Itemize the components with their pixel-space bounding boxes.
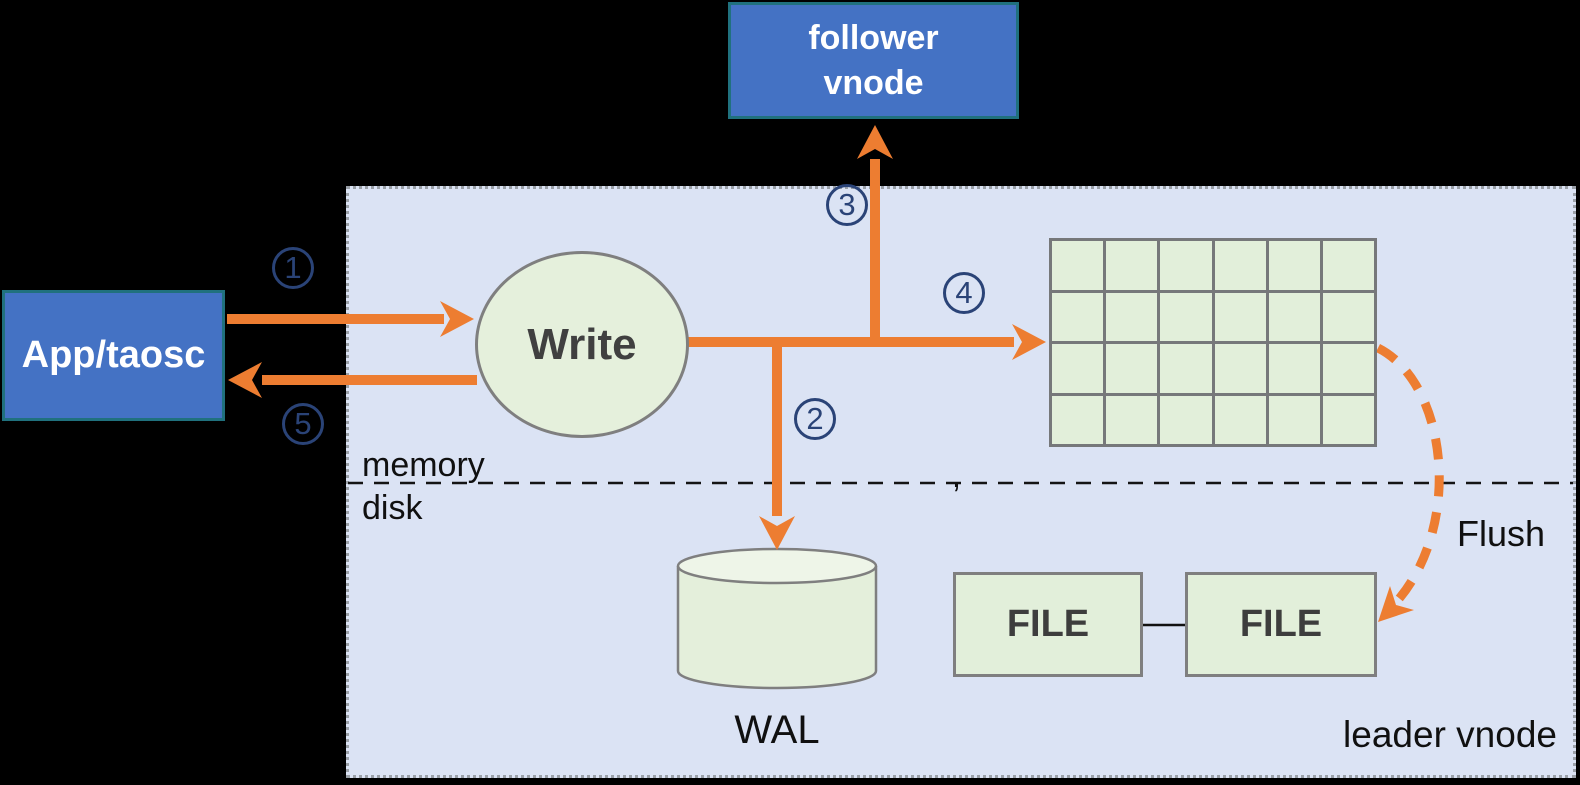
memtable-cell (1214, 292, 1266, 341)
memtable-cell (1106, 241, 1158, 290)
disk-label: disk (362, 489, 423, 527)
memtable-cell (1160, 292, 1212, 341)
memtable-cell (1322, 395, 1374, 444)
memtable-cell (1214, 344, 1266, 393)
step-4-badge: 4 (943, 272, 985, 314)
memtable-cell (1322, 241, 1374, 290)
app-taosc-label: App/taosc (21, 334, 206, 376)
flush-label: Flush (1457, 513, 1546, 554)
memtable-cell (1160, 241, 1212, 290)
memtable-cell (1214, 395, 1266, 444)
follower-vnode-label: follower vnode (808, 18, 939, 102)
file-left-label: FILE (1006, 603, 1090, 645)
step-5-badge: 5 (282, 403, 324, 445)
memtable-cell (1106, 395, 1158, 444)
memtable-cell (1106, 292, 1158, 341)
memtable-cell (1160, 344, 1212, 393)
memtable-cell (1052, 241, 1104, 290)
memtable-cell (1052, 292, 1104, 341)
memtable-cell (1214, 241, 1266, 290)
app-taosc-node: App/taosc (2, 290, 225, 421)
leader-vnode-label: leader vnode (1343, 714, 1557, 755)
memtable-cell (1268, 395, 1320, 444)
memtable-cell (1322, 292, 1374, 341)
memtable-cell (1052, 395, 1104, 444)
step-3-badge: 3 (826, 184, 868, 226)
memtable-cell (1268, 241, 1320, 290)
file-node-left: FILE (953, 572, 1143, 677)
write-label: Write (527, 319, 637, 369)
memtable-grid (1049, 238, 1377, 447)
memtable-cell (1052, 344, 1104, 393)
file-right-label: FILE (1239, 603, 1323, 645)
memtable-cell (1268, 344, 1320, 393)
step-2-badge: 2 (794, 398, 836, 440)
memtable-cell (1268, 292, 1320, 341)
memtable-cell (1106, 344, 1158, 393)
step-1-badge: 1 (272, 247, 314, 289)
memtable-cell (1322, 344, 1374, 393)
file-node-right: FILE (1185, 572, 1377, 677)
stray-comma: , (952, 458, 961, 494)
wal-label: WAL (734, 708, 820, 752)
memory-label: memory (362, 446, 485, 484)
follower-vnode-node: follower vnode (728, 2, 1019, 119)
write-process-node: Write (475, 251, 689, 438)
memtable-cell (1160, 395, 1212, 444)
